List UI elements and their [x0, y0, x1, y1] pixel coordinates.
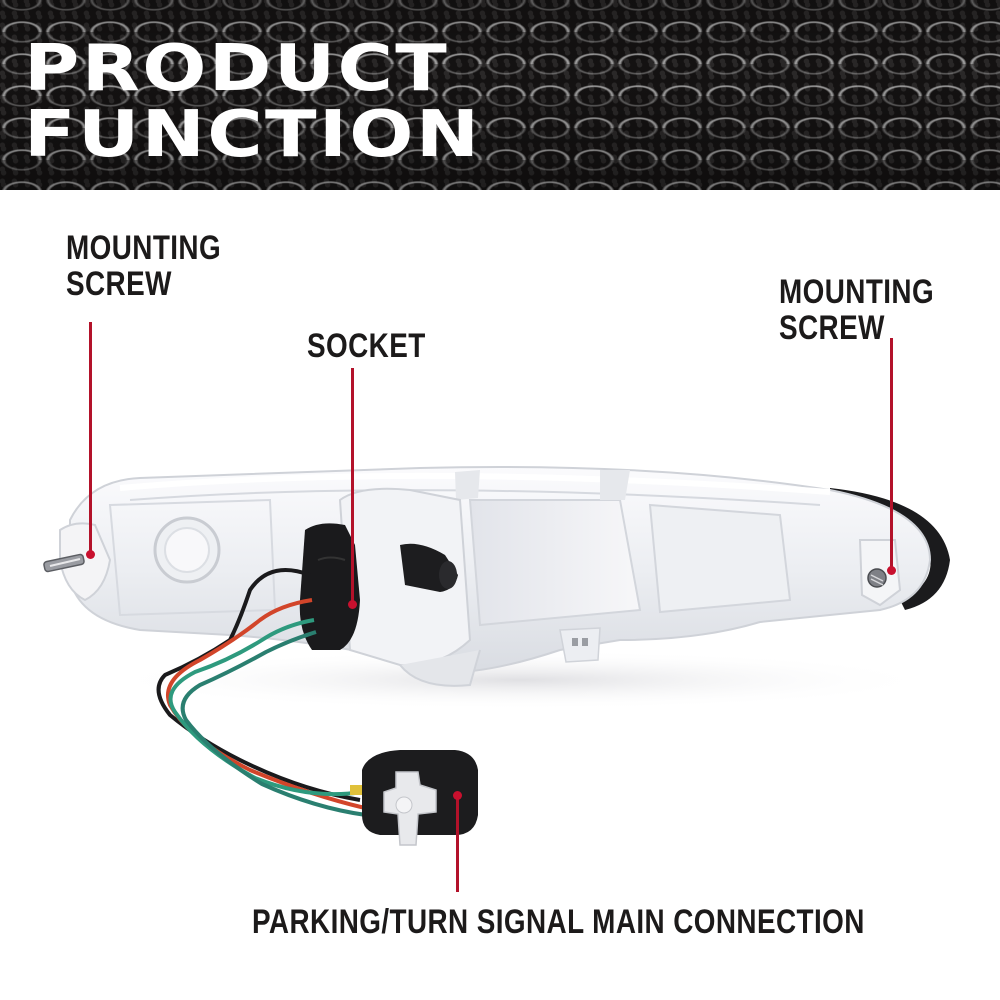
label-main-connection-text: PARKING/TURN SIGNAL MAIN CONNECTION	[252, 903, 865, 941]
label-left-mounting-screw-line1: MOUNTING	[66, 229, 222, 267]
header-banner: PRODUCT FUNCTION	[0, 0, 1000, 190]
parking-turn-signal-lamp-image	[43, 465, 950, 846]
label-main-connection: PARKING/TURN SIGNAL MAIN CONNECTION	[252, 904, 865, 940]
banner-title-line2: FUNCTION	[24, 98, 482, 172]
banner-title: PRODUCT FUNCTION	[24, 36, 481, 168]
label-right-mounting-screw-line2: SCREW	[779, 309, 885, 347]
callout-line-main-connection	[456, 796, 459, 892]
label-socket: SOCKET	[307, 328, 426, 364]
callout-line-left-mounting-screw	[89, 322, 92, 554]
label-right-mounting-screw: MOUNTING SCREW	[779, 274, 934, 346]
callout-dot-right-mounting-screw	[887, 566, 896, 575]
callout-line-socket	[351, 368, 354, 604]
label-socket-text: SOCKET	[307, 327, 426, 365]
label-left-mounting-screw: MOUNTING SCREW	[66, 230, 221, 302]
callout-dot-socket	[348, 600, 357, 609]
banner-title-line1: PRODUCT	[24, 32, 450, 106]
callout-dot-main-connection	[453, 791, 462, 800]
callout-dot-left-mounting-screw	[86, 550, 95, 559]
label-right-mounting-screw-line1: MOUNTING	[779, 273, 935, 311]
callout-line-right-mounting-screw	[890, 338, 893, 570]
label-left-mounting-screw-line2: SCREW	[66, 265, 172, 303]
